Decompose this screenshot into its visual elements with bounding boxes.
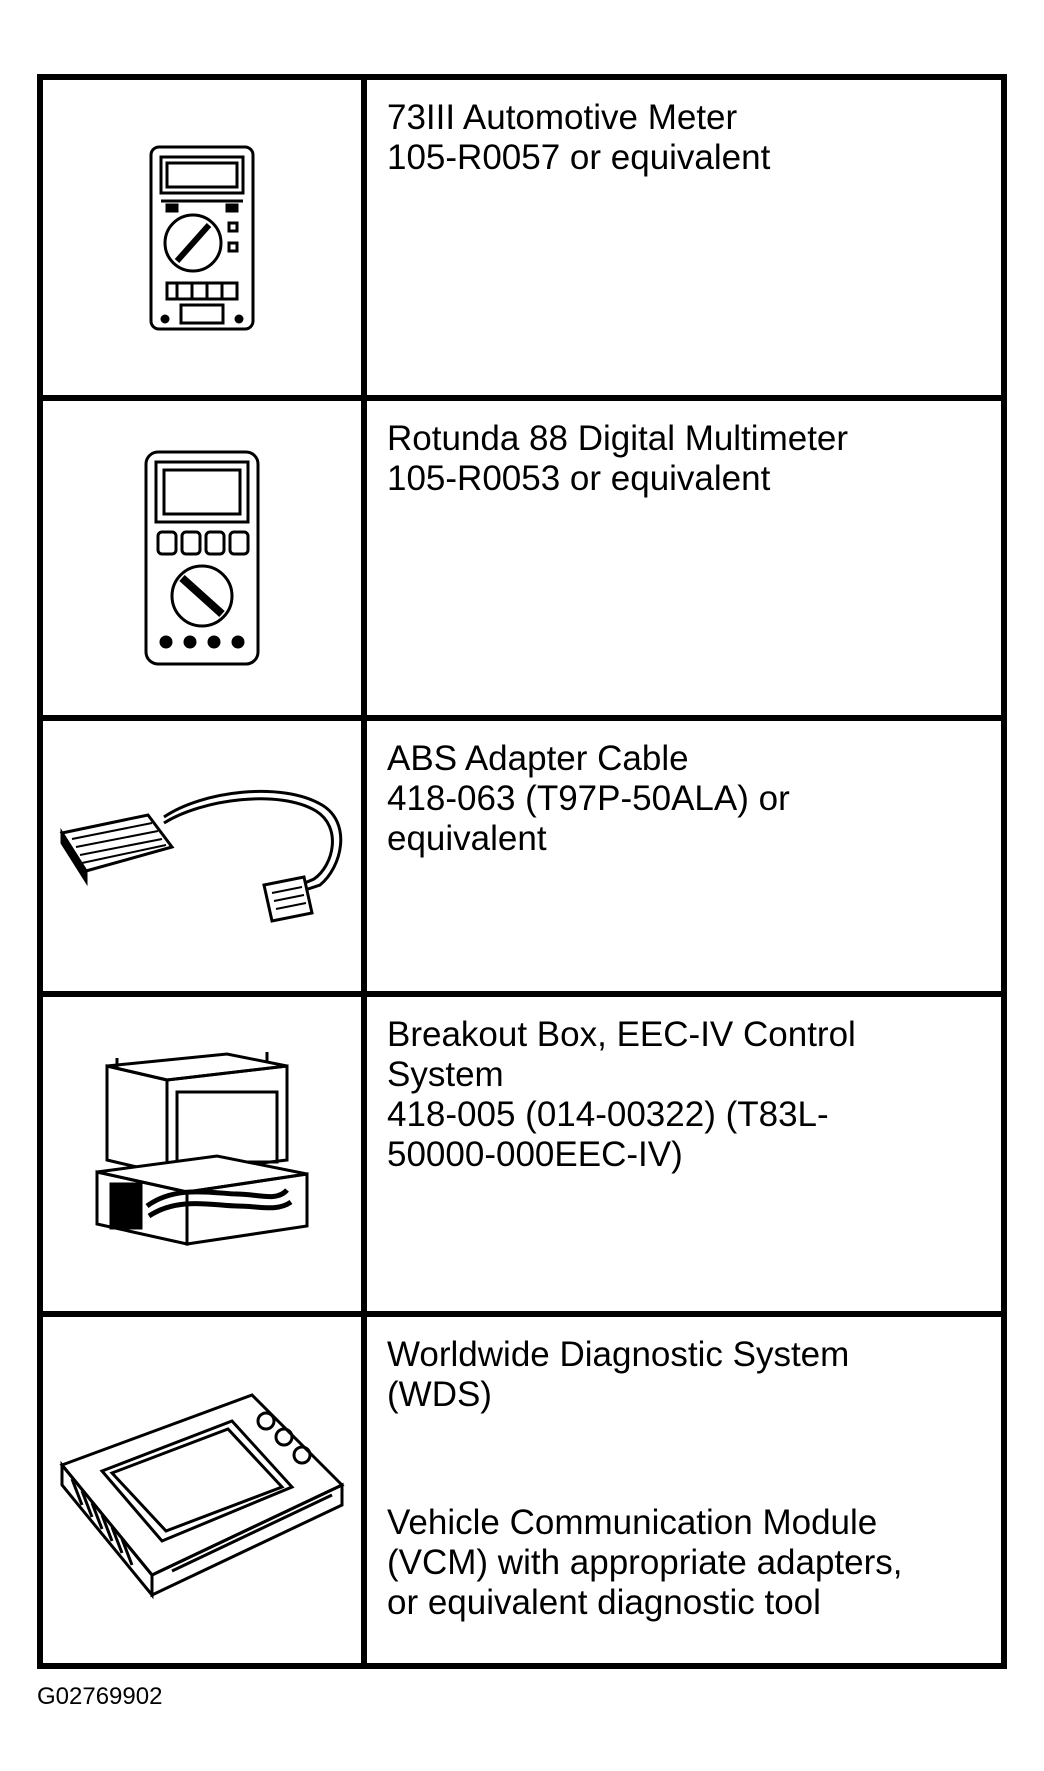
digital-multimeter-icon bbox=[142, 448, 262, 668]
tool-description: Worldwide Diagnostic System (WDS) Vehicl… bbox=[373, 1317, 1001, 1663]
tool-part-number: 418-063 (T97P-50ALA) or bbox=[387, 779, 790, 818]
tool-name: Rotunda 88 Digital Multimeter bbox=[387, 419, 849, 458]
tool-name: Vehicle Communication Module bbox=[387, 1503, 878, 1542]
figure-id: G02769902 bbox=[37, 1683, 163, 1710]
diagnostic-system-icon bbox=[52, 1375, 352, 1605]
spacer bbox=[387, 1415, 989, 1503]
tool-name: (WDS) bbox=[387, 1375, 492, 1414]
tool-illustration-cell bbox=[43, 997, 367, 1311]
tool-row: Worldwide Diagnostic System (WDS) Vehicl… bbox=[43, 1317, 1001, 1663]
automotive-meter-icon bbox=[147, 143, 257, 333]
tool-row: 73III Automotive Meter 105-R0057 or equi… bbox=[43, 80, 1001, 401]
tool-name: ABS Adapter Cable bbox=[387, 739, 689, 778]
tool-row: Breakout Box, EEC-IV Control System 418-… bbox=[43, 997, 1001, 1317]
tool-name: (VCM) with appropriate adapters, bbox=[387, 1543, 903, 1582]
tool-part-number: equivalent bbox=[387, 819, 547, 858]
tool-name: Worldwide Diagnostic System bbox=[387, 1335, 850, 1374]
tool-name: Breakout Box, EEC-IV Control bbox=[387, 1015, 856, 1054]
tool-name: 73III Automotive Meter bbox=[387, 98, 738, 137]
tool-name: System bbox=[387, 1055, 504, 1094]
adapter-cable-icon bbox=[52, 781, 352, 931]
tool-name: or equivalent diagnostic tool bbox=[387, 1583, 821, 1622]
tool-description: Breakout Box, EEC-IV Control System 418-… bbox=[373, 997, 1001, 1311]
tool-illustration-cell bbox=[43, 1317, 367, 1663]
tool-illustration-cell bbox=[43, 401, 367, 715]
tool-part-number: 50000-000EEC-IV) bbox=[387, 1135, 683, 1174]
special-tools-table: 73III Automotive Meter 105-R0057 or equi… bbox=[37, 74, 1007, 1669]
tool-illustration-cell bbox=[43, 721, 367, 991]
tool-row: ABS Adapter Cable 418-063 (T97P-50ALA) o… bbox=[43, 721, 1001, 997]
tool-row: Rotunda 88 Digital Multimeter 105-R0053 … bbox=[43, 401, 1001, 721]
tool-part-number: 105-R0057 or equivalent bbox=[387, 138, 771, 177]
tool-description: 73III Automotive Meter 105-R0057 or equi… bbox=[373, 80, 1001, 395]
tool-part-number: 105-R0053 or equivalent bbox=[387, 459, 771, 498]
breakout-box-icon bbox=[87, 1044, 317, 1264]
tool-description: ABS Adapter Cable 418-063 (T97P-50ALA) o… bbox=[373, 721, 1001, 991]
tool-description: Rotunda 88 Digital Multimeter 105-R0053 … bbox=[373, 401, 1001, 715]
tool-illustration-cell bbox=[43, 80, 367, 395]
tool-part-number: 418-005 (014-00322) (T83L- bbox=[387, 1095, 829, 1134]
